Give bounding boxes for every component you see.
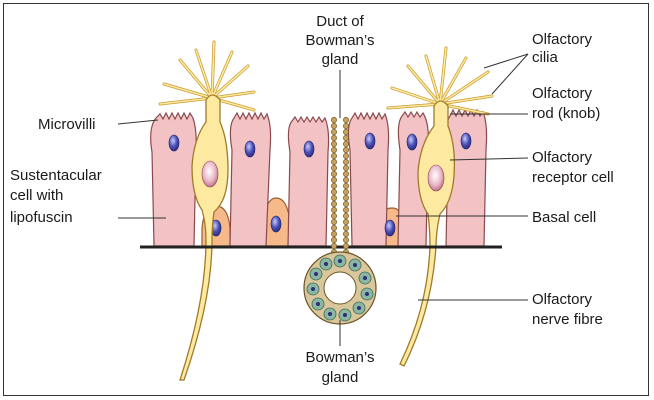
nucleus: [365, 133, 375, 149]
label-basal: Basal cell: [532, 209, 596, 226]
label-microvilli: Microvilli: [38, 116, 96, 133]
label-duct-line2: Bowman’s: [306, 32, 375, 49]
label-duct-line1: Duct of: [316, 13, 364, 30]
label-sust-line3: lipofuscin: [10, 209, 73, 226]
label-sust-line2: cell with: [10, 187, 63, 204]
label-cilia-line1: Olfactory: [532, 31, 593, 48]
receptor-nucleus: [428, 165, 444, 191]
label-rod-line2: rod (knob): [532, 105, 600, 122]
receptor-nucleus: [202, 161, 218, 187]
sustentacular-cell: [151, 113, 197, 246]
label-receptor-line2: receptor cell: [532, 169, 614, 186]
nucleus: [304, 141, 314, 157]
label-nerve-line1: Olfactory: [532, 291, 593, 308]
label-sust-line1: Sustentacular: [10, 167, 102, 184]
label-receptor-line1: Olfactory: [532, 149, 593, 166]
label-rod-line1: Olfactory: [532, 85, 593, 102]
nucleus: [461, 133, 471, 149]
sustentacular-cell: [230, 113, 271, 246]
nucleus: [169, 135, 179, 151]
label-gland-line1: Bowman’s: [306, 349, 375, 366]
nucleus: [385, 220, 395, 236]
label-nerve-line2: nerve fibre: [532, 311, 603, 328]
nucleus: [271, 216, 281, 232]
nucleus: [245, 141, 255, 157]
sustentacular-cell: [288, 117, 329, 246]
label-gland-line2: gland: [322, 369, 359, 386]
bowmans-gland-duct: [331, 117, 348, 254]
sustentacular-cell: [348, 113, 388, 246]
nucleus: [407, 134, 417, 150]
bowmans-gland: [304, 252, 376, 324]
label-duct-line3: gland: [322, 51, 359, 68]
label-cilia-line2: cilia: [532, 49, 558, 66]
